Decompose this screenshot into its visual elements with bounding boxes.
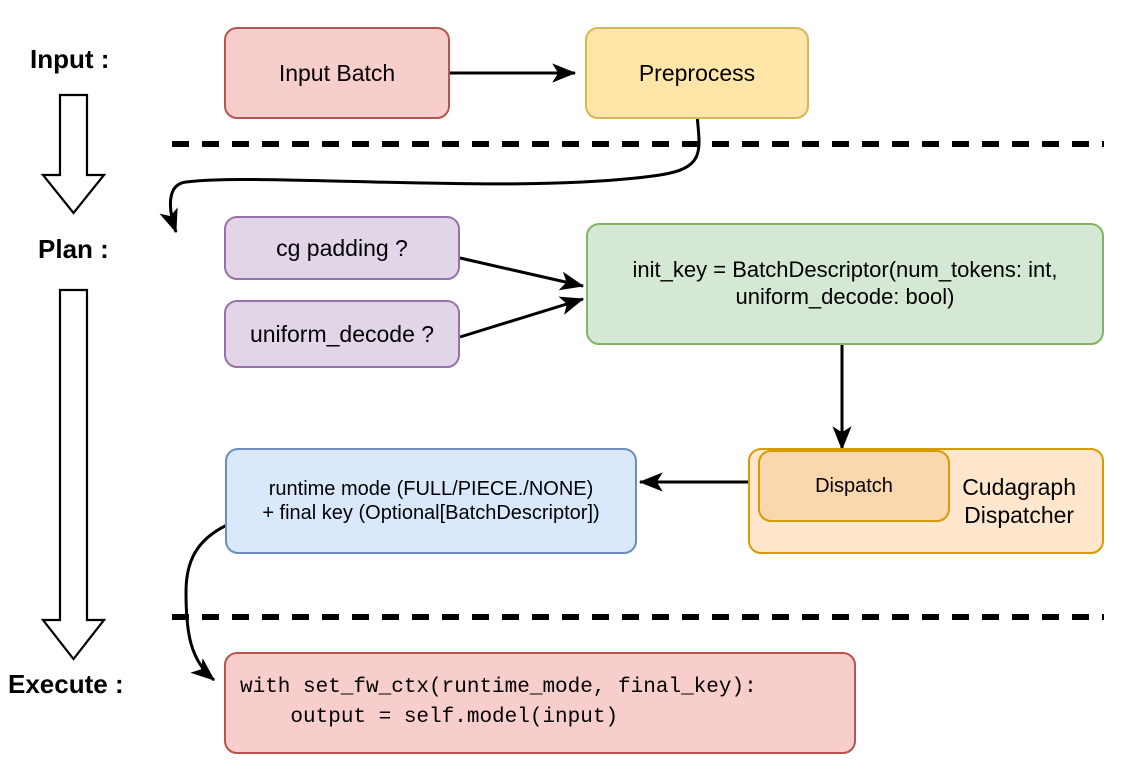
node-uniform-decode[interactable]: uniform_decode ? <box>224 300 460 368</box>
execute-code-line-1: with set_fw_ctx(runtime_mode, final_key)… <box>240 676 757 700</box>
stage-label-input: Input : <box>30 44 110 74</box>
node-execute-code[interactable]: with set_fw_ctx(runtime_mode, final_key)… <box>224 652 856 754</box>
node-dispatch[interactable]: Dispatch <box>758 450 950 522</box>
edge-cg-padding-to-init-key <box>459 256 585 291</box>
execute-code-line-2: output = self.model(input) <box>240 706 619 729</box>
node-input-batch[interactable]: Input Batch <box>224 27 450 119</box>
edge-preprocess-to-cg-padding <box>159 114 701 234</box>
edge-runtime-mode-to-execute-code <box>184 523 228 682</box>
node-runtime-mode[interactable]: runtime mode (FULL/PIECE./NONE) + final … <box>225 448 637 554</box>
edge-uniform-decode-to-init-key <box>459 296 585 339</box>
stage-arrow-plan-execute <box>40 288 107 661</box>
node-preprocess[interactable]: Preprocess <box>585 27 809 119</box>
stage-arrow-input-plan <box>40 93 107 215</box>
stage-label-plan: Plan : <box>38 234 109 264</box>
stage-label-execute: Execute : <box>8 669 124 699</box>
node-init-key[interactable]: init_key = BatchDescriptor(num_tokens: i… <box>586 223 1104 345</box>
node-cg-padding[interactable]: cg padding ? <box>224 216 460 280</box>
